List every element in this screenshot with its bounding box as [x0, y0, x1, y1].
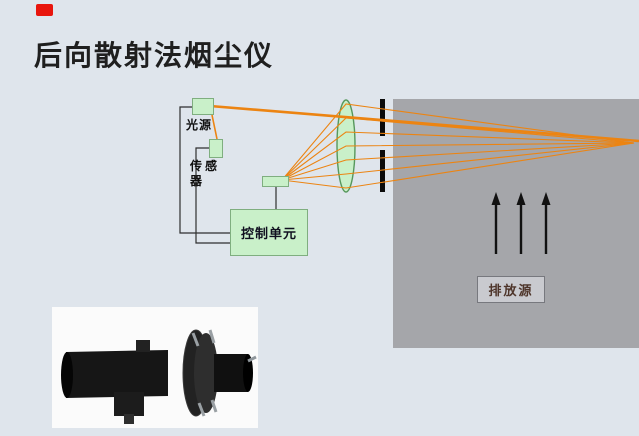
light-rays: [209, 103, 639, 189]
instrument-illustration: [61, 329, 257, 424]
light-source-label: 光源: [186, 118, 213, 132]
control-unit-box: 控制单元: [230, 209, 308, 256]
smoke-duct: [393, 99, 639, 348]
aperture-bar: [380, 99, 385, 192]
sensor-label-line2: 器: [190, 174, 203, 188]
page-title: 后向散射法烟尘仪: [34, 41, 275, 72]
flow-arrows: [491, 192, 551, 254]
light-source-box: [192, 98, 214, 115]
main-beam: [209, 104, 639, 143]
sensor-label: 传 感 器: [190, 159, 217, 189]
emission-source-box: 排放源: [477, 276, 545, 303]
sensor-box: [209, 139, 223, 158]
source-to-sensor-ray: [211, 114, 218, 140]
instrument-body: [61, 329, 257, 424]
control-unit-label: 控制单元: [240, 226, 297, 241]
scatter-rays: [281, 103, 635, 189]
emission-source-label: 排放源: [488, 283, 534, 298]
sensor-label-line1: 传 感: [190, 159, 218, 173]
red-corner-tag: [36, 4, 53, 16]
instrument-photo: [52, 307, 258, 428]
connection-lines: [179, 106, 277, 244]
detector-box: [262, 176, 289, 187]
